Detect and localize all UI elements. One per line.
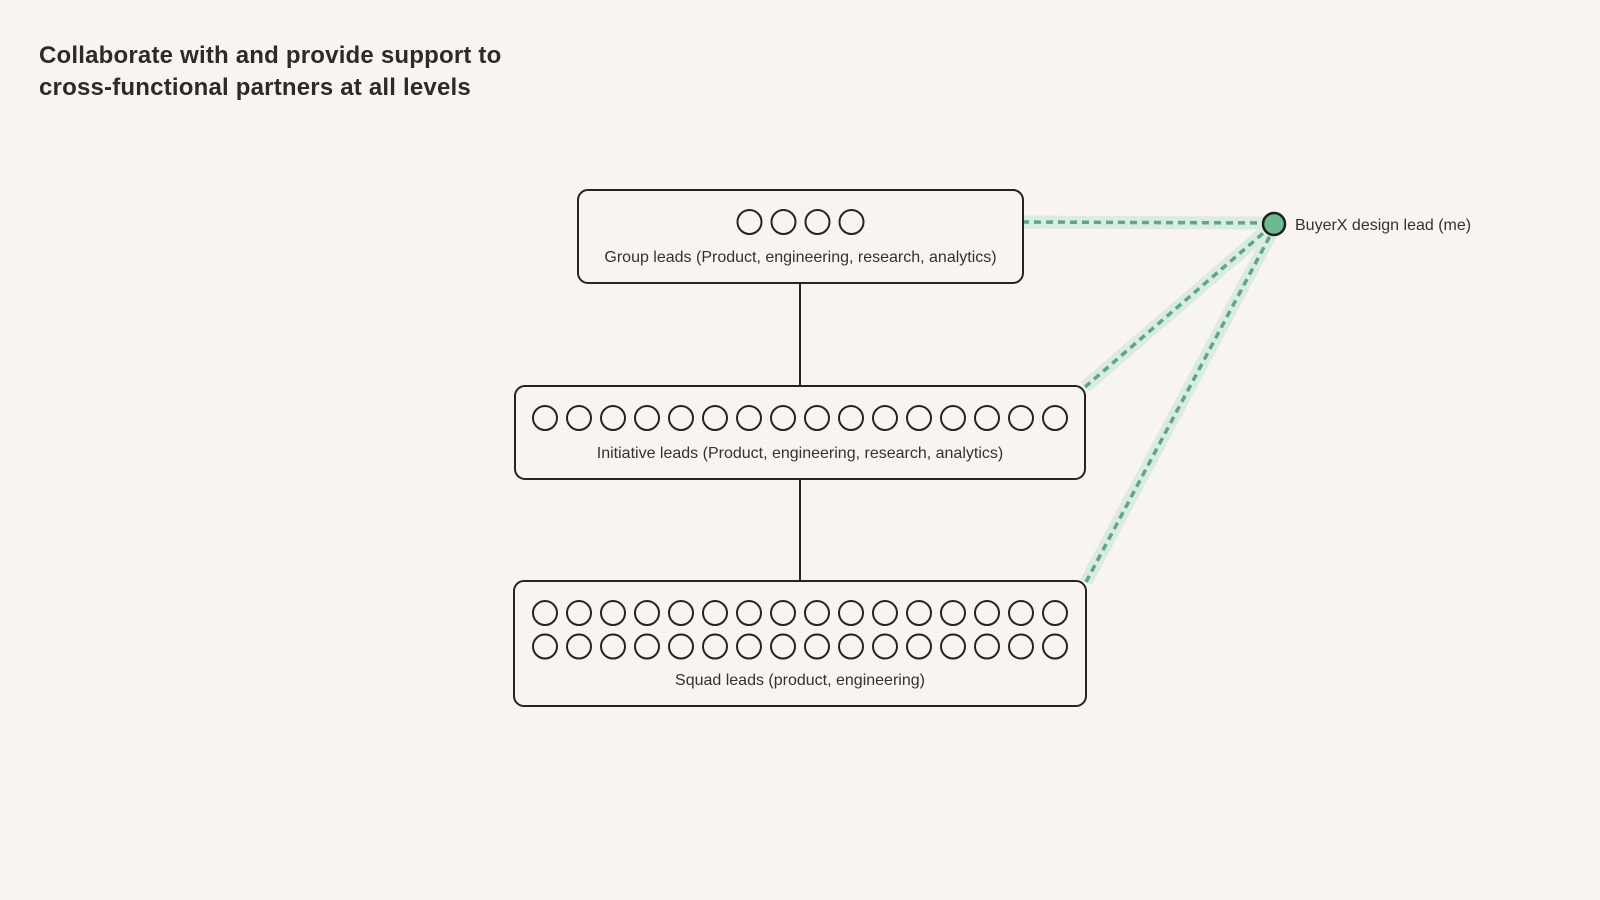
person-dot	[838, 209, 865, 235]
person-dot	[532, 405, 558, 431]
person-dot	[974, 405, 1000, 431]
person-dot	[668, 405, 694, 431]
page-title: Collaborate with and provide support to …	[39, 42, 502, 101]
person-dot	[872, 405, 898, 431]
person-dot	[1008, 600, 1034, 626]
squad-leads-box	[513, 580, 1087, 707]
person-dot	[838, 633, 864, 660]
group-leads-box	[577, 189, 1024, 284]
group-leads-label: Group leads (Product, engineering, resea…	[604, 249, 996, 266]
person-dot	[1042, 633, 1068, 660]
person-dot	[770, 600, 796, 626]
person-dot	[702, 600, 728, 626]
person-dot	[974, 633, 1000, 660]
connector-dashed-initiative	[1083, 227, 1270, 389]
person-dot	[566, 405, 592, 431]
person-dot	[940, 633, 966, 660]
connector-dashed-group	[1021, 220, 1268, 225]
person-dot	[770, 405, 796, 431]
person-dot	[1008, 405, 1034, 431]
person-dot	[872, 600, 898, 626]
person-dot	[600, 405, 626, 431]
initiative-leads-label: Initiative leads (Product, engineering, …	[597, 445, 1003, 462]
person-dot	[566, 633, 592, 660]
design-lead-label: BuyerX design lead (me)	[1295, 217, 1471, 234]
connector-dashed-squad	[1084, 233, 1273, 583]
person-dot	[838, 405, 864, 431]
person-dot	[736, 209, 763, 235]
person-dot	[940, 405, 966, 431]
person-dot	[702, 633, 728, 660]
person-dot	[1008, 633, 1034, 660]
person-dot	[532, 633, 558, 660]
squad-leads-label: Squad leads (product, engineering)	[675, 672, 925, 689]
initiative-leads-box	[514, 385, 1086, 480]
person-dot	[736, 633, 762, 660]
person-dot	[770, 633, 796, 660]
person-dot	[1042, 600, 1068, 626]
person-dot	[1042, 405, 1068, 431]
person-dot	[736, 405, 762, 431]
person-dot	[906, 633, 932, 660]
person-dot	[736, 600, 762, 626]
person-dot	[838, 600, 864, 626]
person-dot	[974, 600, 1000, 626]
person-dot	[804, 633, 830, 660]
person-dot	[906, 405, 932, 431]
person-dot	[600, 600, 626, 626]
person-dot	[634, 633, 660, 660]
person-dot	[804, 405, 830, 431]
person-dot	[668, 600, 694, 626]
person-dot	[702, 405, 728, 431]
person-dot	[668, 633, 694, 660]
person-dot	[940, 600, 966, 626]
person-dot	[906, 600, 932, 626]
person-dot	[804, 209, 831, 235]
person-dot	[532, 600, 558, 626]
person-dot	[770, 209, 797, 235]
person-dot	[600, 633, 626, 660]
person-dot	[804, 600, 830, 626]
person-dot	[566, 600, 592, 626]
person-dot	[872, 633, 898, 660]
person-dot	[634, 600, 660, 626]
design-lead-node	[1261, 211, 1287, 237]
person-dot	[634, 405, 660, 431]
